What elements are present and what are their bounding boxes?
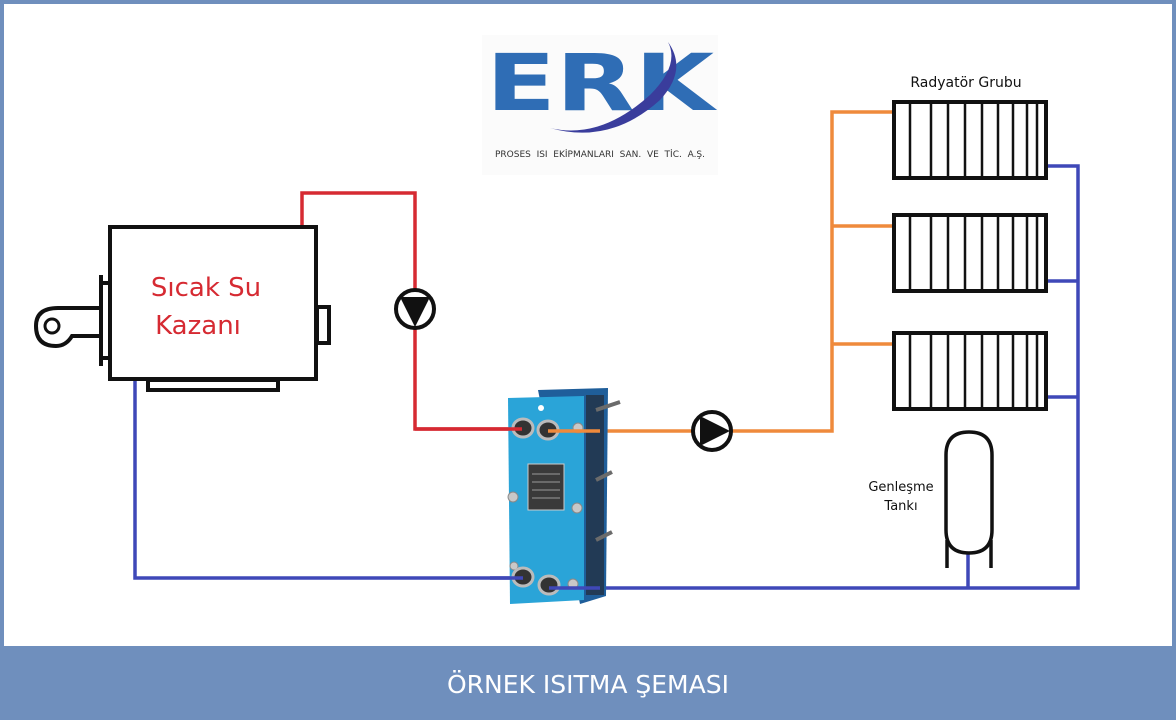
- radiator-body: [892, 100, 1048, 180]
- secondary-supply-pipe: [545, 110, 893, 433]
- logo-background: [482, 35, 718, 175]
- radiator-2: [892, 213, 1048, 293]
- boiler-label-line2: Kazanı: [155, 311, 241, 341]
- pipes: [133, 110, 1080, 590]
- radiator-group-label: Radyatör Grubu: [910, 75, 1021, 91]
- radiator-1: [892, 100, 1048, 180]
- expansion-tank-label-line1: Genleşme: [868, 480, 933, 495]
- pump-arrow-down-icon: [400, 297, 430, 327]
- heating-schematic: ERK PROSES ISI EKİPMANLARI SAN. VE TİC. …: [33, 35, 1080, 604]
- diagram-title: ÖRNEK ISITMA ŞEMASI: [447, 669, 729, 699]
- hx-port-secondary-in: [537, 574, 561, 596]
- boiler-label-line1: Sıcak Su: [151, 273, 261, 303]
- radiator-group: [892, 100, 1048, 411]
- boiler-return-pipe: [133, 380, 515, 580]
- hx-nameplate: [527, 463, 565, 511]
- erk-logo: ERK PROSES ISI EKİPMANLARI SAN. VE TİC. …: [482, 35, 718, 175]
- expansion-tank: Genleşme Tankı: [868, 430, 994, 568]
- pump-arrow-right-icon: [700, 416, 730, 446]
- primary-pump: [394, 288, 436, 330]
- tank-vessel: [944, 430, 994, 555]
- secondary-pump: [691, 410, 733, 452]
- hx-tie-bolts: [595, 400, 621, 542]
- radiator-3: [892, 331, 1048, 411]
- boiler-flue: [315, 305, 331, 345]
- hot-water-boiler: Sıcak Su Kazanı: [33, 225, 331, 392]
- logo-swoosh: [550, 42, 677, 133]
- radiator-body: [892, 331, 1048, 411]
- expansion-tank-label-line2: Tankı: [883, 499, 917, 514]
- logo-brand-text: ERK: [486, 39, 717, 129]
- footer-banner: ÖRNEK ISITMA ŞEMASI: [0, 648, 1176, 720]
- boiler-base: [146, 378, 280, 392]
- secondary-return-pipe: [548, 164, 1080, 590]
- burner-icon: [33, 306, 101, 349]
- plate-heat-exchanger: [415, 388, 621, 604]
- radiator-body: [892, 213, 1048, 293]
- logo-tagline: PROSES ISI EKİPMANLARI SAN. VE TİC. A.Ş.: [495, 149, 705, 160]
- boiler-body: [108, 225, 318, 381]
- hx-plate-pack: [586, 395, 604, 595]
